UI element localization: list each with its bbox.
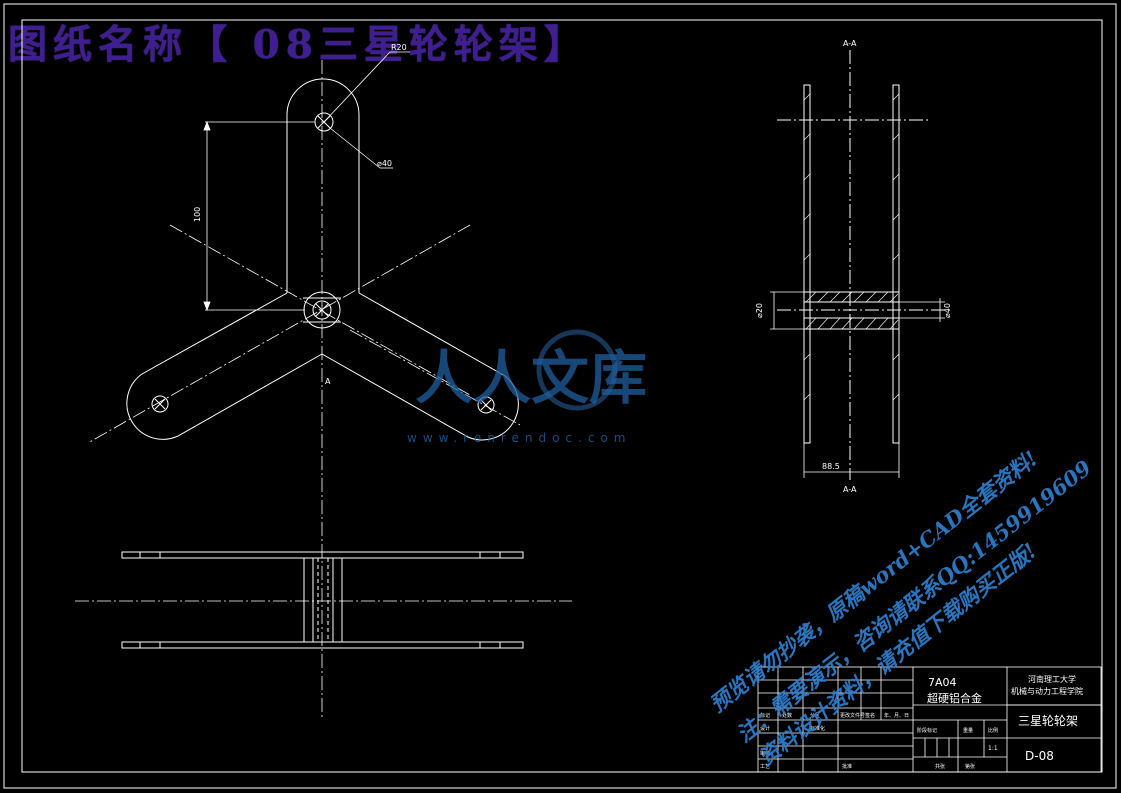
header-signature: 签名 <box>865 712 875 719</box>
label-sheet-no: 第张 <box>965 763 975 770</box>
label-approve: 批准 <box>842 763 852 770</box>
section-dimensions <box>770 291 945 478</box>
logo-text: 人人文库 <box>415 344 647 412</box>
inner-frame <box>21 19 1103 773</box>
drawing-number: D-08 <box>1025 749 1054 763</box>
material-name: 超硬铝合金 <box>927 691 982 705</box>
header-mark: 标记 <box>760 712 770 719</box>
label-standard: 标准化 <box>810 725 825 732</box>
header-count: 处数 <box>782 712 792 719</box>
section-label-top: A-A <box>843 39 857 48</box>
right-arm-outline <box>321 292 519 441</box>
scale-value: 1:1 <box>988 745 998 752</box>
front-view-dimensions <box>203 51 410 312</box>
label-scale: 比例 <box>988 727 998 734</box>
header-change-doc: 更改文件号 <box>840 712 865 719</box>
header-zone: 分区 <box>810 712 820 719</box>
dim-radius: R20 <box>391 43 407 52</box>
left-hole <box>151 395 169 413</box>
right-hole <box>477 396 495 414</box>
dim-center-distance: 100 <box>193 207 202 222</box>
label-total-sheets: 共张 <box>935 763 945 770</box>
section-mark: A <box>325 377 331 386</box>
label-stage: 阶段标记 <box>917 727 937 734</box>
dim-right-dia: ⌀40 <box>943 303 952 318</box>
logo-url: www.renrendoc.com <box>407 431 631 445</box>
left-arm-outline <box>126 292 323 440</box>
center-lines <box>75 60 572 720</box>
logo-ring <box>536 329 618 411</box>
label-design: 设计 <box>760 725 770 732</box>
title-block <box>757 666 1102 773</box>
drawing-title-banner: 图纸名称【 08三星轮轮架】 <box>8 22 589 68</box>
bottom-view <box>121 551 524 649</box>
dim-bore: ⌀40 <box>377 159 392 168</box>
section-hatching <box>803 93 900 401</box>
part-name: 三星轮轮架 <box>1018 714 1078 728</box>
label-review: 审核 <box>760 750 770 757</box>
renrendoc-watermark-logo: 人人文库 www.renrendoc.com <box>405 318 695 448</box>
header-date: 年、月、日 <box>884 712 909 719</box>
school-name: 河南理工大学 <box>1028 674 1076 684</box>
material-code: 7A04 <box>928 676 957 689</box>
label-process: 工艺 <box>760 764 770 770</box>
dim-left-dia: ⌀20 <box>755 303 764 318</box>
outer-frame <box>3 3 1117 789</box>
section-view <box>777 50 950 480</box>
section-label-bottom: A-A <box>843 485 857 494</box>
top-arm-outline-right <box>286 78 360 293</box>
department-name: 机械与动力工程学院 <box>1011 686 1083 696</box>
dim-width: 88.5 <box>822 462 840 471</box>
label-weight: 重量 <box>963 727 973 734</box>
